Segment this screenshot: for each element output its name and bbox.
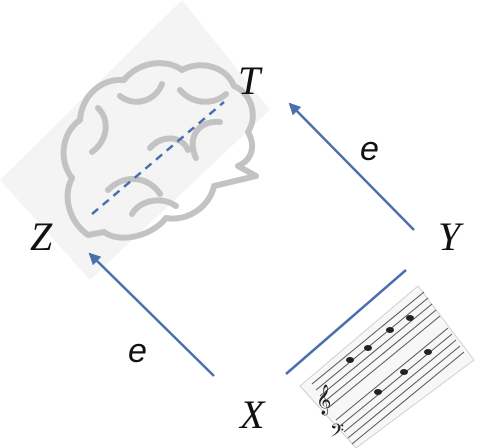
edge-label-y-to-t: e <box>360 130 379 168</box>
svg-text:𝄢: 𝄢 <box>330 421 344 446</box>
node-x: X <box>238 392 266 437</box>
node-y: Y <box>438 214 464 259</box>
line-x-to-y <box>285 269 407 375</box>
arrow-y-to-t <box>288 102 415 231</box>
svg-text:𝄞: 𝄞 <box>316 384 331 416</box>
dashed-connector <box>91 101 225 215</box>
node-z: Z <box>30 214 53 259</box>
edge-label-x-to-z: e <box>128 332 147 370</box>
brain-icon <box>60 60 259 241</box>
arrow-x-to-z <box>88 252 215 377</box>
node-t: T <box>238 58 263 103</box>
sheet-music-icon: 𝄞 𝄢 <box>299 285 475 448</box>
